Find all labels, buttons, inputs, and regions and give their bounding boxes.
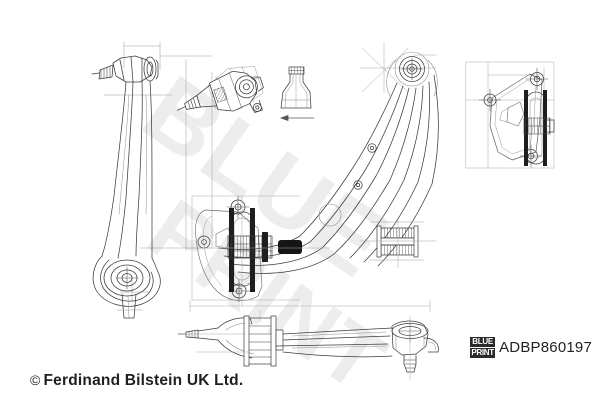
part-number-block: BLUE PRINT ADBP860197 — [470, 336, 592, 358]
view-bottom-elevation — [177, 309, 439, 381]
view-detail-bush-profile — [280, 66, 315, 121]
rear-bush-section — [359, 219, 437, 269]
view-left-elevation — [91, 41, 213, 319]
logo-line-blue: BLUE — [470, 336, 496, 347]
blue-print-logo-icon: BLUE PRINT — [470, 336, 496, 358]
view-bracket-detail — [465, 61, 555, 169]
logo-line-print: PRINT — [470, 347, 496, 358]
copyright-text: Ferdinand Bilstein UK Ltd. — [43, 372, 244, 389]
copyright-notice: ©Ferdinand Bilstein UK Ltd. — [30, 372, 243, 390]
view-detail-ball-joint-rotated — [176, 65, 264, 113]
part-number: ADBP860197 — [499, 338, 592, 356]
centre-bracket-assembly — [185, 195, 331, 307]
view-main-plan — [185, 41, 439, 313]
copyright-symbol-icon: © — [30, 372, 41, 388]
